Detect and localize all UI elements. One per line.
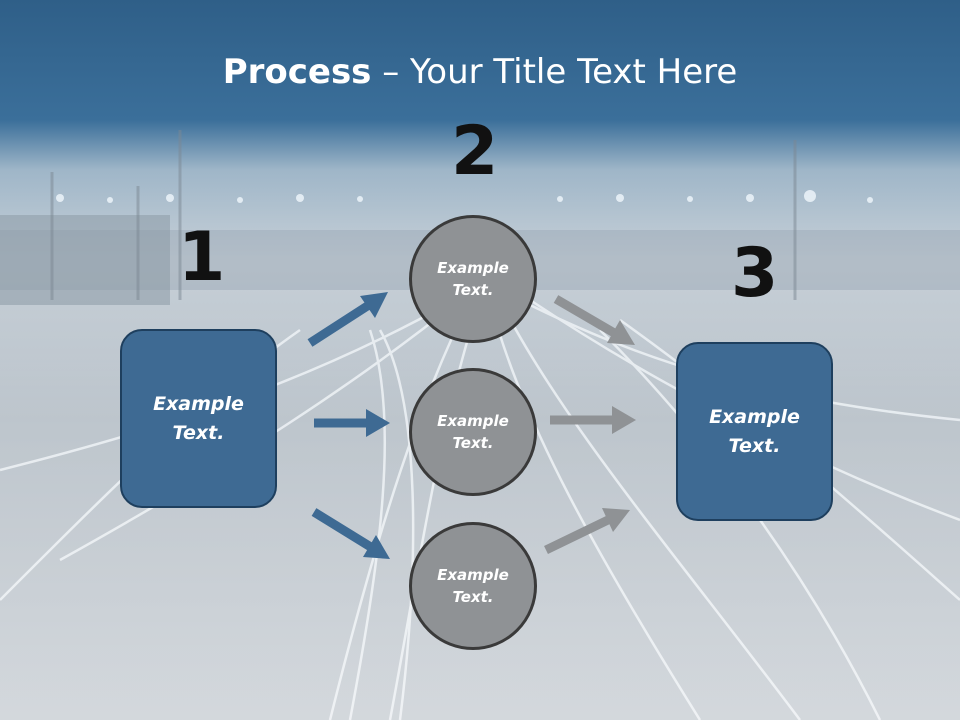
circle-bottom-text: Example Text.	[437, 565, 509, 607]
step-3-box-text: Example Text.	[709, 406, 800, 457]
slide-title: Process – Your Title Text Here	[0, 52, 960, 92]
step-number-2: 2	[451, 112, 499, 191]
step-1-box-text: Example Text.	[153, 393, 244, 444]
blue-arrow-up-icon	[307, 292, 388, 347]
gray-arrow-up-icon	[544, 508, 630, 555]
gray-arrow-down-icon	[553, 295, 635, 345]
title-rest: – Your Title Text Here	[371, 52, 738, 92]
step-number-1: 1	[178, 218, 226, 297]
step-3-box[interactable]: Example Text.	[676, 342, 833, 521]
blue-arrow-right-icon	[314, 409, 390, 437]
step-2-circle-bottom[interactable]: Example Text.	[409, 522, 537, 650]
step-1-box[interactable]: Example Text.	[120, 329, 277, 508]
blue-arrow-down-icon	[311, 508, 390, 559]
circle-top-text: Example Text.	[437, 258, 509, 300]
step-2-circle-top[interactable]: Example Text.	[409, 215, 537, 343]
circle-middle-text: Example Text.	[437, 411, 509, 453]
gray-arrow-right-icon	[550, 406, 636, 434]
title-bold: Process	[222, 52, 372, 92]
step-number-3: 3	[731, 234, 779, 313]
step-2-circle-middle[interactable]: Example Text.	[409, 368, 537, 496]
